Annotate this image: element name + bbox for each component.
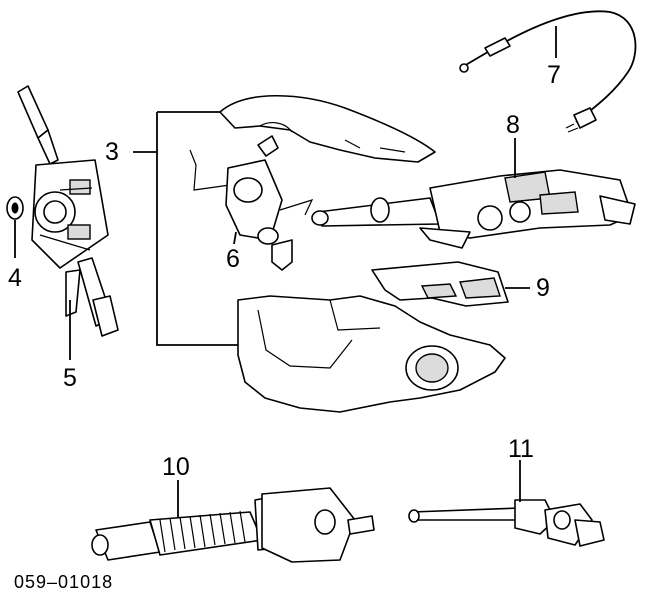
part-4-grommet	[6, 196, 24, 258]
callout-4: 4	[8, 264, 22, 292]
callout-8: 8	[506, 111, 520, 139]
part-9-bracket-plate	[371, 261, 530, 307]
callout-9: 9	[536, 274, 550, 302]
callout-7: 7	[547, 61, 561, 89]
callout-10: 10	[162, 453, 190, 481]
part-7-cable	[459, 10, 637, 133]
callout-5: 5	[63, 364, 77, 392]
callout-3: 3	[105, 138, 119, 166]
part-6-ignition-switch	[189, 135, 314, 271]
callout-11: 11	[508, 435, 534, 463]
callout-3-bracket	[133, 111, 240, 346]
callout-6: 6	[226, 245, 240, 273]
part-8-steering-column	[311, 138, 636, 249]
part-11-lower-shaft	[408, 460, 605, 547]
part-10-intermediate-shaft	[91, 480, 375, 563]
diagram-code: 059–01018	[14, 572, 114, 592]
part-3-upper-cover	[219, 94, 436, 163]
part-3-lower-cover	[237, 295, 506, 413]
part-5-combination-switch	[17, 85, 119, 360]
